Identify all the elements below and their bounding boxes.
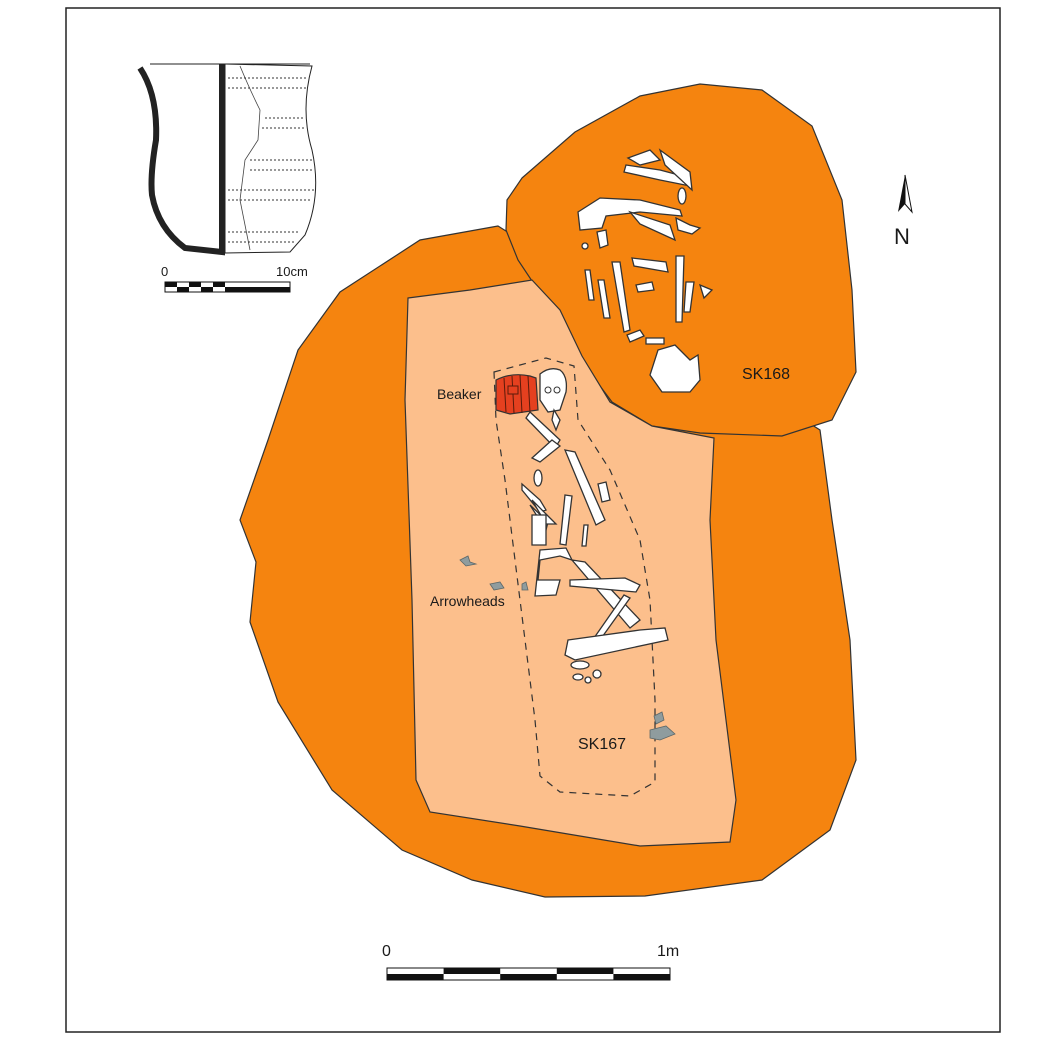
beaker-vessel [495, 374, 539, 415]
north-arrow: N [894, 174, 913, 249]
sk167-grave [404, 279, 737, 847]
beaker-drawing [137, 63, 317, 256]
label-sk167: SK167 [578, 736, 626, 753]
label-arrowheads: Arrowheads [430, 593, 505, 609]
sk167-skeleton [521, 368, 669, 684]
pot-scale-start: 0 [161, 264, 168, 279]
plan-scale-bar: 0 1m [382, 943, 679, 981]
north-label: N [894, 224, 910, 249]
arrowheads [459, 555, 529, 591]
pot-scale-bar: 0 10cm [161, 264, 308, 293]
plan-scale-start: 0 [382, 943, 391, 960]
label-sk168: SK168 [742, 366, 790, 383]
sk168-skeleton [577, 148, 714, 393]
plan-scale-end: 1m [657, 943, 679, 960]
pot-scale-end: 10cm [276, 264, 308, 279]
stones [649, 711, 676, 741]
label-beaker: Beaker [437, 386, 482, 402]
